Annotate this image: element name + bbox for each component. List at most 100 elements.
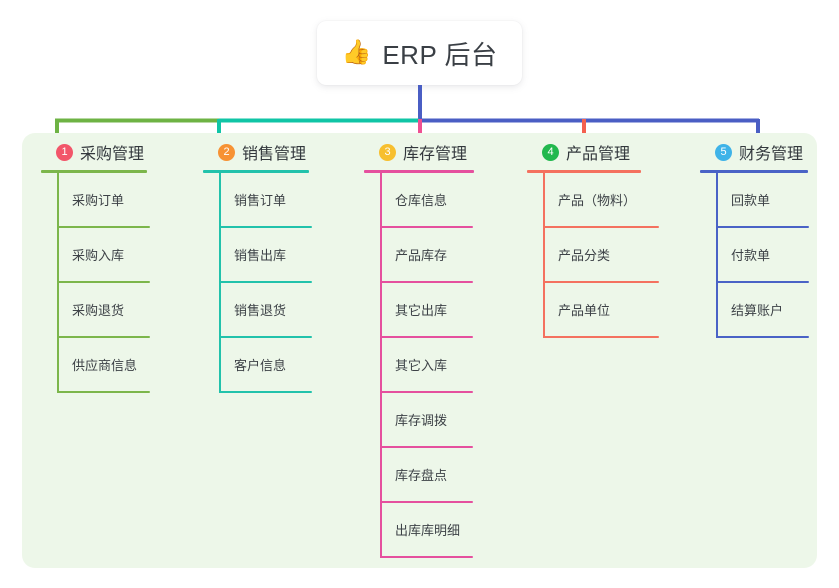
branch-item-label: 出库库明细: [395, 523, 461, 538]
branch-item[interactable]: 其它出库: [364, 283, 474, 338]
branch-item-label: 库存盘点: [395, 468, 448, 483]
root-node-card[interactable]: 👍 ERP 后台: [317, 21, 522, 85]
branch-item-label: 产品分类: [558, 248, 611, 263]
branch-item[interactable]: 出库库明细: [364, 503, 474, 558]
branch-underline: [364, 170, 474, 173]
branch-spine: [219, 173, 221, 393]
branch-item-underline: [219, 336, 312, 338]
branch-item-label: 客户信息: [234, 358, 287, 373]
branch-underline: [527, 170, 641, 173]
branch-underline: [41, 170, 147, 173]
branch-title: 库存管理: [403, 146, 468, 163]
branch-item-label: 采购入库: [72, 248, 125, 263]
branch-item[interactable]: 客户信息: [203, 338, 312, 393]
branch-title: 采购管理: [80, 146, 145, 163]
branch-item-label: 产品单位: [558, 303, 611, 318]
branch-column-5: 5 财务管理回款单付款单结算账户: [700, 139, 809, 338]
branch-items: 产品（物料） 产品分类产品单位: [527, 173, 659, 338]
branch-item[interactable]: 产品分类: [527, 228, 659, 283]
branch-item-label: 其它出库: [395, 303, 448, 318]
branch-header-1[interactable]: 1 采购管理: [41, 139, 147, 165]
branch-spine: [380, 173, 382, 558]
branch-header-2[interactable]: 2 销售管理: [203, 139, 309, 165]
branch-item[interactable]: 采购订单: [41, 173, 150, 228]
branch-item-underline: [57, 391, 150, 393]
branch-item[interactable]: 其它入库: [364, 338, 474, 393]
branch-header-4[interactable]: 4 产品管理: [527, 139, 641, 165]
branch-item-underline: [543, 226, 659, 228]
branch-column-3: 3 库存管理仓库信息产品库存其它出库其它入库库存调拨库存盘点出库库明细: [364, 139, 474, 558]
branch-items: 仓库信息产品库存其它出库其它入库库存调拨库存盘点出库库明细: [364, 173, 474, 558]
branch-item-underline: [716, 281, 809, 283]
branch-item-underline: [716, 226, 809, 228]
branch-column-4: 4 产品管理产品（物料） 产品分类产品单位: [527, 139, 659, 338]
branch-item-label: 结算账户: [731, 303, 784, 318]
branch-item-underline: [380, 226, 473, 228]
branch-number-badge: 5: [715, 143, 732, 161]
branch-items: 回款单付款单结算账户: [700, 173, 809, 338]
branch-item-underline: [380, 446, 473, 448]
branch-item-underline: [219, 391, 312, 393]
branch-title: 销售管理: [242, 146, 307, 163]
branch-item-label: 销售退货: [234, 303, 287, 318]
branch-column-2: 2 销售管理销售订单销售出库销售退货客户信息: [203, 139, 312, 393]
branch-spine: [543, 173, 545, 338]
branches-panel: [22, 133, 817, 568]
branch-spine: [716, 173, 718, 338]
branch-item-label: 回款单: [731, 193, 771, 208]
branch-item-label: 产品库存: [395, 248, 448, 263]
branch-item-label: 付款单: [731, 248, 771, 263]
branch-item-underline: [380, 336, 473, 338]
branch-items: 销售订单销售出库销售退货客户信息: [203, 173, 312, 393]
branch-item[interactable]: 付款单: [700, 228, 809, 283]
branch-item[interactable]: 销售退货: [203, 283, 312, 338]
branch-item-underline: [543, 336, 659, 338]
branch-spine: [57, 173, 59, 393]
branch-items: 采购订单采购入库采购退货供应商信息: [41, 173, 150, 393]
branch-item[interactable]: 采购退货: [41, 283, 150, 338]
branch-number-badge: 1: [56, 143, 73, 161]
branch-item[interactable]: 结算账户: [700, 283, 809, 338]
branch-item-label: 采购退货: [72, 303, 125, 318]
branch-item-underline: [380, 281, 473, 283]
branch-title: 财务管理: [739, 146, 804, 163]
branch-item[interactable]: 产品（物料）: [527, 173, 659, 228]
branch-item-underline: [380, 501, 473, 503]
branch-item-label: 销售订单: [234, 193, 287, 208]
branch-number-badge: 2: [218, 143, 235, 161]
branch-item-underline: [219, 226, 312, 228]
branch-item-label: 仓库信息: [395, 193, 448, 208]
branch-item-label: 采购订单: [72, 193, 125, 208]
thumbs-up-icon: 👍: [341, 39, 372, 66]
branch-number-badge: 3: [379, 143, 396, 161]
branch-item[interactable]: 供应商信息: [41, 338, 150, 393]
branch-item[interactable]: 库存调拨: [364, 393, 474, 448]
branch-item[interactable]: 采购入库: [41, 228, 150, 283]
branch-item[interactable]: 销售出库: [203, 228, 312, 283]
branch-item[interactable]: 回款单: [700, 173, 809, 228]
branch-item-underline: [380, 556, 473, 558]
branch-header-3[interactable]: 3 库存管理: [364, 139, 474, 165]
branch-item-underline: [716, 336, 809, 338]
branch-item-underline: [219, 281, 312, 283]
branch-item-underline: [57, 226, 150, 228]
branch-item-underline: [543, 281, 659, 283]
branch-item-label: 产品（物料）: [558, 193, 637, 208]
branch-header-5[interactable]: 5 财务管理: [700, 139, 808, 165]
branch-item[interactable]: 库存盘点: [364, 448, 474, 503]
branch-underline: [203, 170, 309, 173]
root-node-title: ERP 后台: [382, 39, 498, 70]
branch-number-badge: 4: [542, 143, 559, 161]
branch-item-label: 库存调拨: [395, 413, 448, 428]
branch-item-underline: [380, 391, 473, 393]
branch-item[interactable]: 销售订单: [203, 173, 312, 228]
branch-item-label: 其它入库: [395, 358, 448, 373]
branch-item[interactable]: 产品单位: [527, 283, 659, 338]
branch-item-label: 销售出库: [234, 248, 287, 263]
branch-column-1: 1 采购管理采购订单采购入库采购退货供应商信息: [41, 139, 150, 393]
branch-title: 产品管理: [566, 146, 631, 163]
branch-item[interactable]: 产品库存: [364, 228, 474, 283]
branch-item[interactable]: 仓库信息: [364, 173, 474, 228]
branch-item-label: 供应商信息: [72, 358, 138, 373]
